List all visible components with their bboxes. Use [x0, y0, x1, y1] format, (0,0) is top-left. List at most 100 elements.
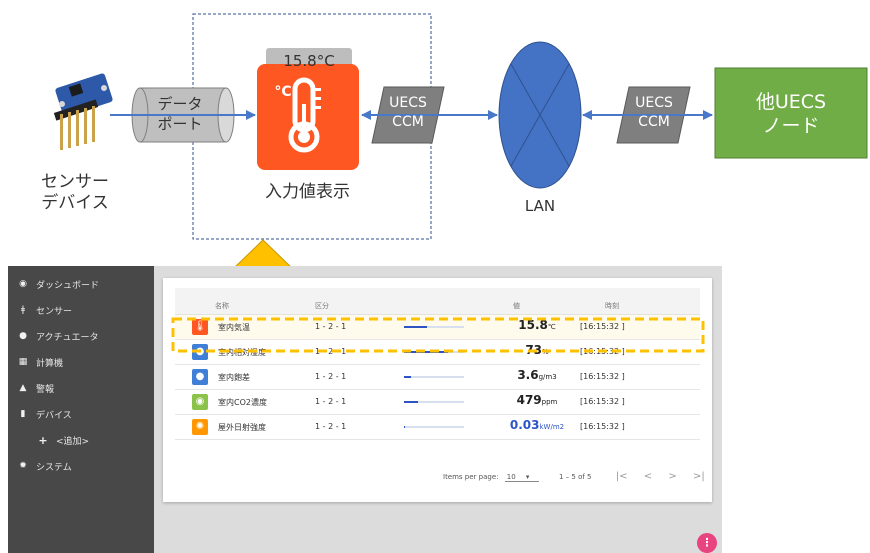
level-bar [404, 401, 464, 403]
next-page-button[interactable]: > [668, 471, 677, 482]
sidebar-item-label: デバイス [36, 410, 72, 421]
bell-icon: ▲ [19, 383, 27, 393]
sidebar-item-label: ダッシュボード [36, 280, 100, 291]
water-drop-icon: ● [192, 369, 208, 385]
dashboard-screenshot: ◉ ダッシュボード ǂ センサー ● アクチュエータ ▦ 計算機 ▲ 警報 ▮ … [8, 266, 722, 553]
sidebar-item-add[interactable]: + <追加> [38, 432, 89, 448]
thermometer-icon: 🌡 [192, 319, 208, 335]
sensor-name: 室内飽差 [218, 373, 250, 382]
sensor-value-number: 0.03 [509, 418, 540, 432]
water-drop-icon: ● [192, 344, 208, 360]
dashboard-icon: ◉ [19, 279, 27, 289]
sidebar-item-label: <追加> [56, 436, 90, 447]
table-row[interactable]: ● 室内飽差 1 - 2 - 1 3.6g/m3[16:15:32 ] [175, 365, 700, 390]
gear-icon: ✹ [19, 461, 27, 471]
celsius-symbol: °C [274, 84, 292, 100]
eye-icon: ◉ [192, 394, 208, 410]
previous-page-button[interactable]: < [643, 471, 653, 482]
sidebar-item-actuator[interactable]: ● アクチュエータ [18, 328, 99, 344]
sidebar-item-label: 計算機 [36, 358, 64, 369]
display-value-text: 15.8°C [283, 52, 335, 70]
uecs-ccm-label-2: UECS CCM [622, 94, 686, 132]
sidebar-item-device[interactable]: ▮ デバイス [18, 406, 72, 422]
sidebar-item-label: アクチュエータ [36, 332, 99, 343]
sensor-value-number: 15.8 [518, 318, 548, 332]
level-bar-fill [404, 376, 412, 378]
sensor-device-icon [53, 73, 113, 150]
sensor-time: [16:15:32 ] [580, 397, 625, 406]
sensor-value: 73% [497, 343, 577, 357]
node-line2: ノード [762, 115, 820, 137]
sensor-value-number: 73 [525, 343, 543, 357]
sensor-value: 479ppm [497, 393, 577, 407]
sensor-value-unit: % [542, 348, 549, 356]
sensor-value: 15.8℃ [497, 318, 577, 332]
level-bar-fill [404, 426, 406, 428]
sidebar-item-label: センサー [36, 306, 73, 317]
uecs-ccm-1-line1: UECS [389, 95, 427, 111]
device-icon: ▮ [20, 409, 26, 419]
other-node-label: 他UECS ノード [715, 90, 867, 138]
sensor-name: 室内相対湿度 [218, 348, 266, 357]
more-vert-icon[interactable]: ⋮ [697, 533, 717, 553]
sensor-icon: ǂ [20, 305, 26, 315]
data-port-label: データ ポート [140, 94, 220, 134]
plus-icon: + [38, 433, 48, 447]
sensor-name: 室内CO2濃度 [218, 398, 267, 407]
table-header: 名称 区分 値 時刻 [175, 288, 700, 315]
items-per-page-label: Items per page: [443, 473, 499, 481]
lan-network-icon [498, 41, 582, 189]
paginator: Items per page: 10 ▾ 1 – 5 of 5 |< < > >… [443, 471, 705, 482]
sensor-time: [16:15:32 ] [580, 347, 625, 356]
page-range: 1 – 5 of 5 [558, 473, 592, 481]
toggle-icon: ● [19, 331, 27, 341]
column-header-zone: 区分 [315, 302, 329, 310]
sensor-zone: 1 - 2 - 1 [315, 372, 347, 381]
sensor-value-unit: ℃ [547, 323, 556, 331]
sidebar-item-label: 警報 [36, 384, 55, 395]
level-bar-fill [404, 351, 448, 353]
items-per-page-value: 10 [506, 473, 516, 481]
sensor-value-number: 479 [516, 393, 542, 407]
sidebar-item-alarm[interactable]: ▲ 警報 [18, 380, 54, 396]
sidebar-item-system[interactable]: ✹ システム [18, 458, 72, 474]
sensor-zone: 1 - 2 - 1 [315, 347, 347, 356]
last-page-button[interactable]: >| [692, 471, 705, 482]
sensor-zone: 1 - 2 - 1 [315, 322, 347, 331]
data-port-line1: データ [157, 95, 203, 113]
sensor-zone: 1 - 2 - 1 [315, 397, 347, 406]
sidebar-item-calculator[interactable]: ▦ 計算機 [18, 354, 63, 370]
sensor-time: [16:15:32 ] [580, 372, 625, 381]
sidebar-item-label: システム [36, 462, 72, 473]
sensor-time: [16:15:32 ] [580, 422, 625, 431]
display-label: 入力値表示 [265, 182, 350, 202]
sidebar: ◉ ダッシュボード ǂ センサー ● アクチュエータ ▦ 計算機 ▲ 警報 ▮ … [8, 266, 154, 553]
level-bar-fill [404, 401, 419, 403]
sun-icon: ✺ [192, 419, 208, 435]
node-line1: 他UECS [755, 91, 827, 113]
level-bar-fill [404, 326, 427, 328]
column-header-value: 値 [513, 302, 520, 310]
sensor-label-line1: センサー [41, 172, 109, 192]
items-per-page-select[interactable]: 10 ▾ [504, 473, 539, 482]
sensor-value-unit: kW/m2 [539, 423, 565, 431]
sidebar-item-dashboard[interactable]: ◉ ダッシュボード [18, 276, 99, 292]
sensor-device-label: センサー デバイス [20, 172, 130, 214]
sensor-value-unit: ppm [541, 398, 558, 406]
level-bar [404, 376, 464, 378]
level-bar [404, 326, 464, 328]
dropdown-arrow-icon: ▾ [525, 473, 530, 481]
calculator-icon: ▦ [18, 357, 28, 367]
uecs-ccm-2-line2: CCM [638, 114, 670, 130]
uecs-ccm-label-1: UECS CCM [376, 94, 440, 132]
sensor-value: 3.6g/m3 [497, 368, 577, 382]
sidebar-item-sensor[interactable]: ǂ センサー [18, 302, 72, 318]
level-bar [404, 426, 464, 428]
first-page-button[interactable]: |< [615, 471, 628, 482]
column-header-name: 名称 [215, 302, 229, 310]
